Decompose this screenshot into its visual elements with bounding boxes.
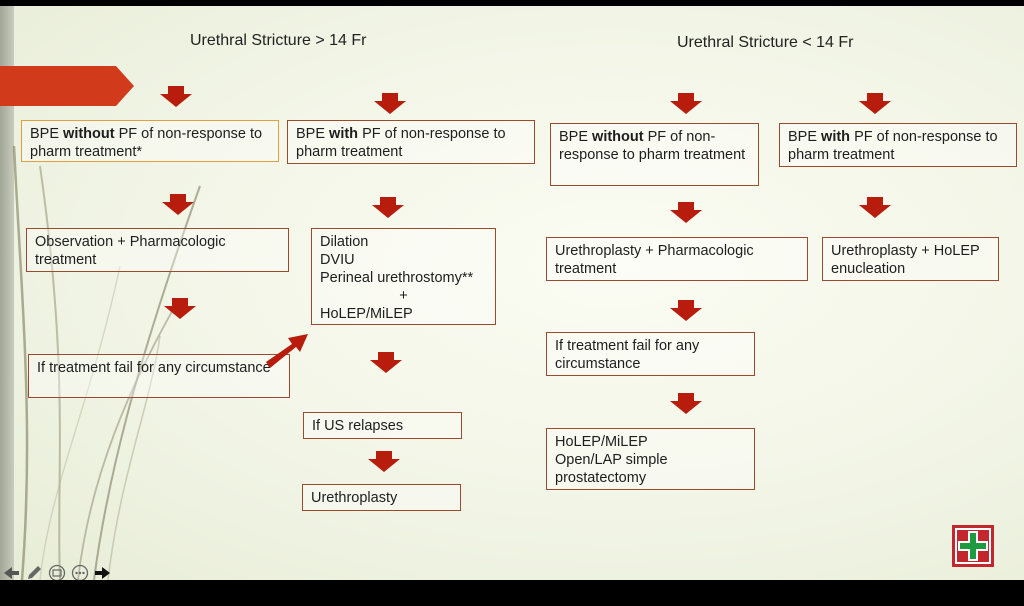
down-arrow-icon xyxy=(859,197,891,218)
box-holep-prostatectomy: HoLEP/MiLEP Open/LAP simple prostatectom… xyxy=(546,428,755,490)
red-tab-icon xyxy=(0,66,134,106)
down-arrow-icon xyxy=(368,451,400,472)
down-arrow-icon xyxy=(162,194,194,215)
box-urethroplasty-holep: Urethroplasty + HoLEP enucleation xyxy=(822,237,999,281)
treatment-plus: + xyxy=(399,288,408,304)
box-urethroplasty-final: Urethroplasty xyxy=(302,484,461,511)
box-text-post: PF of non-response to pharm treatment* xyxy=(30,126,263,160)
box-text-post: PF of non-response to pharm treatment xyxy=(296,126,506,160)
box-bpe-with-pf-left: BPE with PF of non-response to pharm tre… xyxy=(287,120,535,164)
box-text-bold: with xyxy=(821,129,851,145)
box-us-relapses: If US relapses xyxy=(303,412,462,439)
box-text-bold: without xyxy=(63,126,115,142)
green-cross-logo xyxy=(952,525,994,567)
treatment-holep-milep: HoLEP/MiLEP xyxy=(320,306,413,322)
box-text-post: PF of non-response to pharm treatment xyxy=(559,129,746,163)
previous-icon[interactable] xyxy=(2,564,20,580)
box-observation-pharmacologic: Observation + Pharmacologic treatment xyxy=(26,228,289,272)
down-arrow-icon xyxy=(374,93,406,114)
down-arrow-icon xyxy=(670,202,702,223)
down-arrow-icon xyxy=(370,352,402,373)
box-bpe-with-pf-right: BPE with PF of non-response to pharm tre… xyxy=(779,123,1017,167)
slide: Urethral Stricture > 14 Fr Urethral Stri… xyxy=(0,6,1024,580)
box-treatment-fail-left: If treatment fail for any circumstance xyxy=(28,354,290,398)
down-arrow-icon xyxy=(670,93,702,114)
treatment-dviu: DVIU xyxy=(320,252,355,268)
decorative-vines xyxy=(12,145,201,580)
down-arrow-icon xyxy=(164,298,196,319)
next-icon[interactable] xyxy=(94,564,112,580)
down-arrow-icon xyxy=(160,86,192,107)
box-text-pre: BPE xyxy=(30,126,64,142)
treatment-dilation: Dilation xyxy=(320,234,369,250)
final-holep-milep: HoLEP/MiLEP xyxy=(555,434,648,450)
heading-stricture-under-14fr: Urethral Stricture < 14 Fr xyxy=(677,34,854,51)
box-text-pre: BPE xyxy=(559,129,593,145)
box-text-pre: BPE xyxy=(788,129,822,145)
box-bpe-without-pf-left: BPE without PF of non-response to pharm … xyxy=(21,120,279,162)
down-arrow-icon xyxy=(372,197,404,218)
slide-view-icon[interactable] xyxy=(48,564,66,580)
final-open-lap-prostatectomy: Open/LAP simple prostatectomy xyxy=(555,452,668,486)
box-urethroplasty-pharmacologic: Urethroplasty + Pharmacologic treatment xyxy=(546,237,808,281)
box-treatment-fail-right: If treatment fail for any circumstance xyxy=(546,332,755,376)
more-icon[interactable] xyxy=(71,564,89,580)
down-arrow-icon xyxy=(670,393,702,414)
heading-stricture-over-14fr: Urethral Stricture > 14 Fr xyxy=(190,32,367,49)
slide-left-bar xyxy=(0,6,14,580)
box-text-bold: with xyxy=(329,126,359,142)
pen-icon[interactable] xyxy=(25,564,43,580)
box-bpe-without-pf-right: BPE without PF of non-response to pharm … xyxy=(550,123,759,186)
box-text-bold: without xyxy=(592,129,644,145)
box-treatment-options: Dilation DVIU Perineal urethrostomy** + … xyxy=(311,228,496,325)
down-arrow-icon xyxy=(859,93,891,114)
treatment-perineal-urethrostomy: Perineal urethrostomy** xyxy=(320,270,474,286)
down-arrow-icon xyxy=(670,300,702,321)
diagonal-arrow-icon xyxy=(266,334,308,368)
box-text-pre: BPE xyxy=(296,126,330,142)
box-text-post: PF of non-response to pharm treatment xyxy=(788,129,998,163)
